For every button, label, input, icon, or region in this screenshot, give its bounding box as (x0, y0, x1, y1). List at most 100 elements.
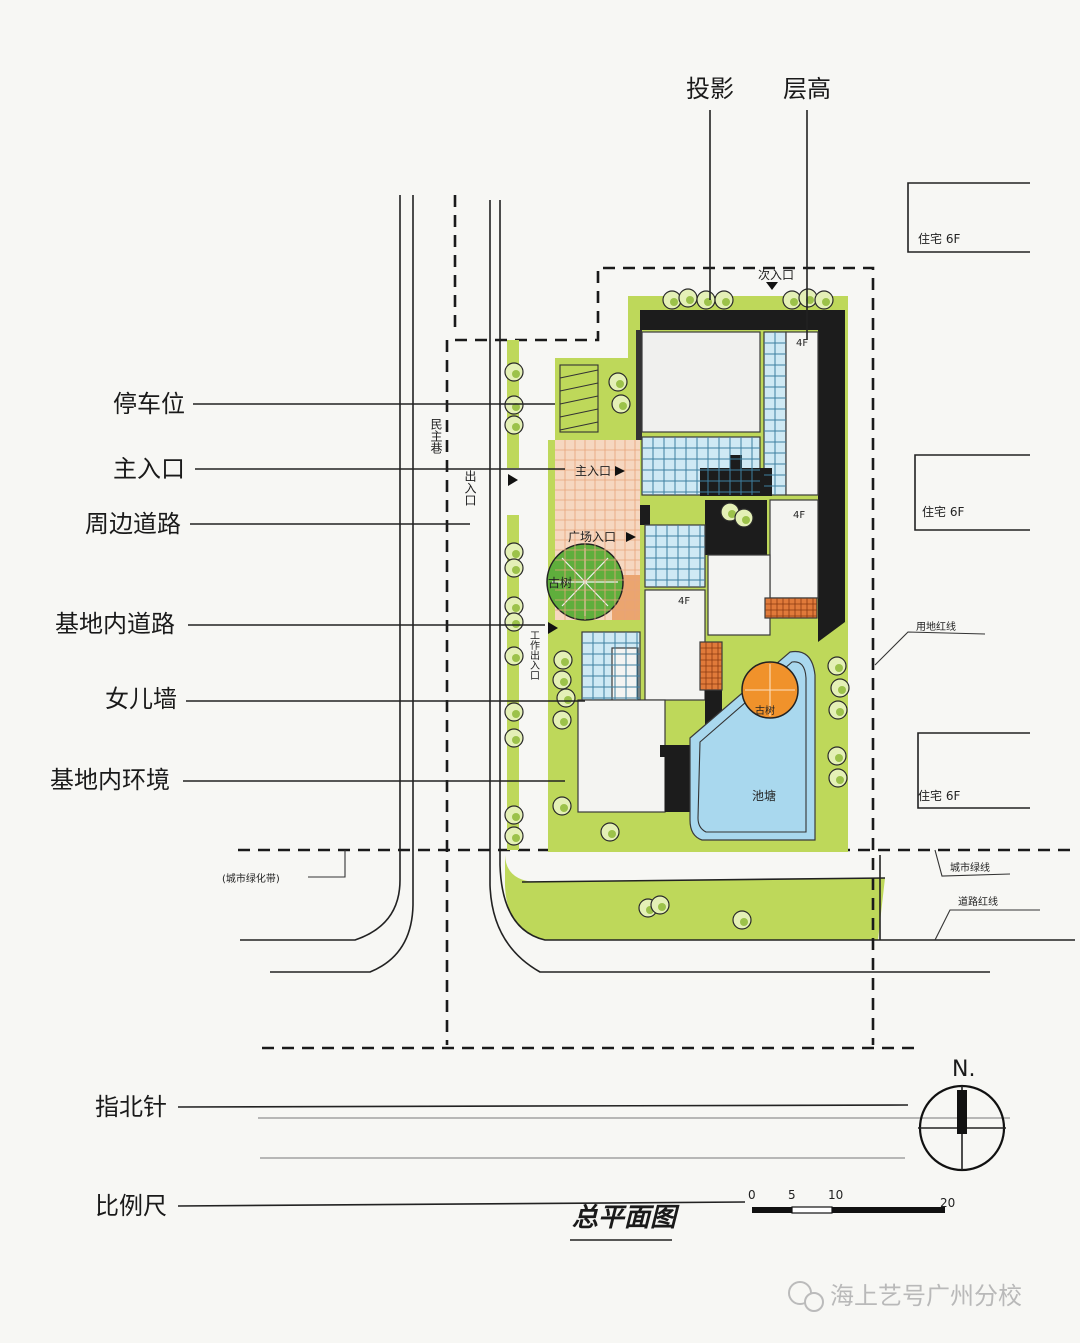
green-belt-label: (城市绿化带) (222, 872, 280, 885)
floor-count-label: 4F (793, 510, 805, 521)
tree-shade (722, 298, 730, 306)
entrance-arrows (508, 282, 778, 634)
roof-west-block (644, 589, 706, 701)
tree-shade (616, 380, 624, 388)
building-shadow (665, 755, 690, 812)
tree-shade (838, 686, 846, 694)
projection-label: 投影 (686, 75, 734, 103)
tree-shade (512, 423, 520, 431)
tree-shade (686, 296, 694, 304)
street-green-belt (504, 855, 885, 940)
scale-segment (791, 1206, 833, 1214)
scale-tick: 10 (828, 1188, 843, 1202)
tree-shade (742, 516, 750, 524)
scale-bar-leader (177, 1201, 746, 1207)
arrow-icon (615, 466, 625, 476)
building-shadow (640, 310, 845, 642)
surrounding-road-label: 周边道路 (85, 510, 181, 538)
scale-bar: 0 5 10 20 (748, 1188, 955, 1214)
tree-shade (512, 566, 520, 574)
tree-shade (790, 298, 798, 306)
watermark-text: 海上艺号广州分校 (830, 1282, 1022, 1310)
scale-segment (832, 1207, 945, 1213)
scale-tick: 5 (788, 1188, 796, 1202)
north-arrow-label: 指北针 (95, 1093, 167, 1121)
road-edge-line (499, 200, 1075, 941)
roof-middle-block (707, 554, 771, 636)
pond-edge (697, 661, 807, 833)
city-green-line-label: 城市绿线 (950, 861, 990, 874)
neighbor-outline (907, 182, 1030, 253)
parking-area (559, 364, 599, 433)
tree-shade (836, 776, 844, 784)
floor-count-label: 4F (796, 338, 808, 349)
arrow-icon (766, 282, 778, 290)
road-edge-line (240, 195, 401, 941)
trees (504, 288, 850, 930)
roof-tall-block (785, 331, 819, 496)
site-boundary-dashed (455, 266, 875, 1045)
building-shadow (640, 505, 650, 525)
plaza-entrance-note: 广场入口 (568, 530, 616, 544)
building-complex (577, 310, 845, 813)
old-tree-label: 古树 (548, 575, 572, 590)
scale-tick: 0 (748, 1188, 756, 1202)
main-entrance-label: 主入口 (113, 455, 185, 483)
tree-shade (728, 510, 736, 518)
building-shadow (636, 330, 642, 440)
drawing-title: 总平面图 (572, 1203, 680, 1233)
north-arrow: N. (918, 1057, 1006, 1172)
neighbor-label: 住宅 6F (922, 504, 964, 519)
tree-shade (806, 296, 814, 304)
tree-shade (512, 834, 520, 842)
north-arrow-leader (177, 1104, 909, 1108)
tree-shade (740, 918, 748, 926)
tree-shade (560, 678, 568, 686)
surrounding-roads (240, 195, 1075, 1159)
neighbor-label: 住宅 6F (918, 231, 960, 246)
lane-name-label: 民主巷 (429, 418, 443, 454)
tree-shade (658, 903, 666, 911)
boundary-lines (238, 195, 1075, 1050)
building-shadow (700, 468, 772, 496)
parapet-label: 女儿墙 (105, 685, 177, 713)
arrow-icon (548, 622, 558, 634)
road-edge-line (489, 200, 990, 973)
road-edge-line (270, 195, 414, 973)
parking-stripes (559, 369, 599, 431)
tree-shade (670, 298, 678, 306)
parapet-strip (764, 597, 818, 619)
north-mark: N. (952, 1057, 975, 1082)
north-arrow-needle (957, 1090, 967, 1134)
tree-shade (836, 708, 844, 716)
internal-road-label: 基地内道路 (55, 610, 175, 638)
parking-label: 停车位 (113, 390, 185, 418)
arrow-icon (626, 532, 636, 542)
neighbor-building: 住宅 6F (917, 732, 1030, 809)
secondary-entrance-label: 次入口 (758, 268, 794, 282)
staff-entrance-label: 工作出入口 (528, 630, 540, 680)
tree-shade (512, 370, 520, 378)
scale-bar-label: 比例尺 (95, 1192, 167, 1220)
old-tree-branches (745, 664, 795, 716)
neighbor-label: 住宅 6F (918, 788, 960, 803)
tree-shade (512, 550, 520, 558)
tree-shade (512, 604, 520, 612)
tree-shade (564, 696, 572, 704)
floor-count-label: 4F (678, 596, 690, 607)
tree-shade (512, 736, 520, 744)
tree-shade (512, 654, 520, 662)
old-tree-label: 古树 (755, 704, 775, 717)
roof-east-block (769, 499, 819, 599)
roof-main-block (641, 331, 761, 433)
pond-label: 池塘 (752, 788, 776, 803)
tree-shade (561, 658, 569, 666)
watermark: 海上艺号广州分校 (788, 1281, 1022, 1312)
tree-shade (560, 804, 568, 812)
old-tree-2 (741, 661, 799, 719)
scale-tick: 20 (940, 1196, 955, 1210)
scale-segment (752, 1207, 792, 1213)
city-green-line-leader (934, 849, 1011, 877)
tree-shade (822, 298, 830, 306)
